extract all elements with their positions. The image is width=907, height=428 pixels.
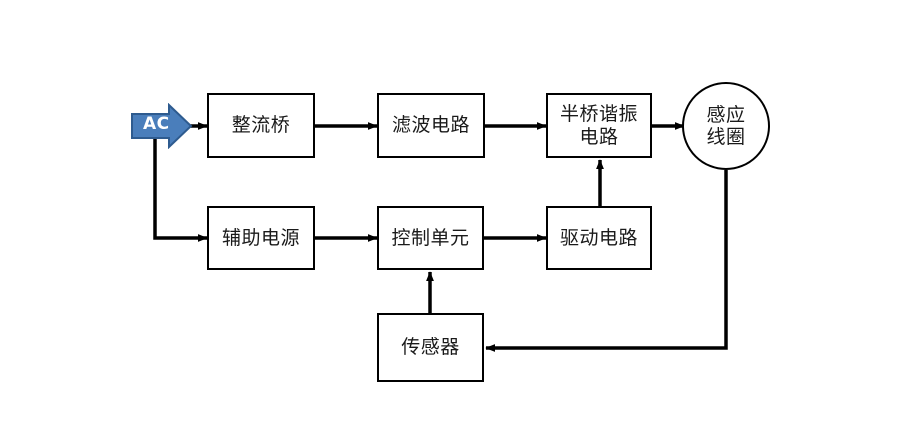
- node-sensor[interactable]: 传感器: [377, 313, 484, 382]
- node-induction-coil[interactable]: 感应线圈: [682, 82, 770, 170]
- edge-ac-to-auxpower: [153, 118, 208, 242]
- node-auxiliary-power[interactable]: 辅助电源: [207, 206, 315, 270]
- node-control-unit[interactable]: 控制单元: [377, 206, 484, 270]
- edge-coil-to-sensor: [485, 170, 728, 352]
- node-filter[interactable]: 滤波电路: [377, 93, 485, 158]
- node-half-bridge-resonant[interactable]: 半桥谐振电路: [546, 93, 652, 158]
- node-driver-circuit[interactable]: 驱动电路: [546, 206, 652, 270]
- node-rectifier[interactable]: 整流桥: [207, 93, 315, 158]
- ac-source-arrow[interactable]: [131, 103, 193, 149]
